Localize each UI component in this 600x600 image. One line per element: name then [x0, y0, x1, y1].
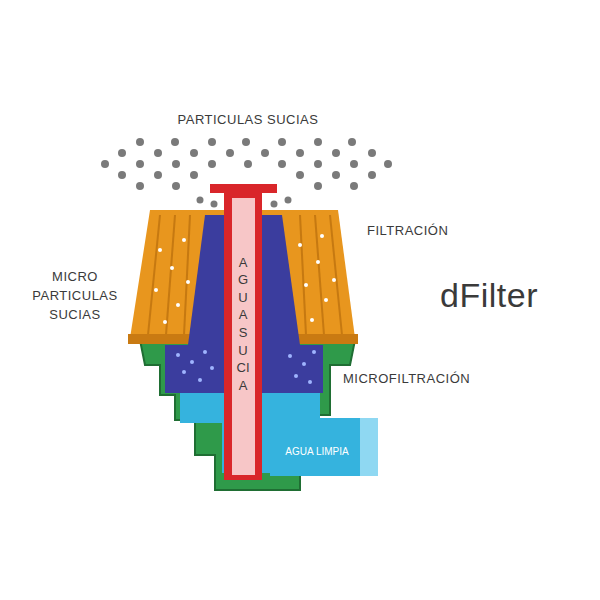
dirty-water-tube: AGUA SUCIA	[224, 236, 262, 412]
brand-label: dFilter	[440, 276, 538, 315]
microfiltration-label: MICROFILTRACIÓN	[343, 371, 470, 386]
micro-particles-label: MICRO PARTICULAS SUCIAS	[20, 268, 130, 325]
particles-label: PARTICULAS SUCIAS	[178, 112, 319, 127]
clean-water-outlet: AGUA LIMPIA	[272, 436, 362, 466]
outlet-label: AGUA LIMPIA	[285, 446, 348, 457]
filtration-label: FILTRACIÓN	[367, 223, 448, 238]
vertical-label: AGUA SUCIA	[237, 254, 250, 394]
